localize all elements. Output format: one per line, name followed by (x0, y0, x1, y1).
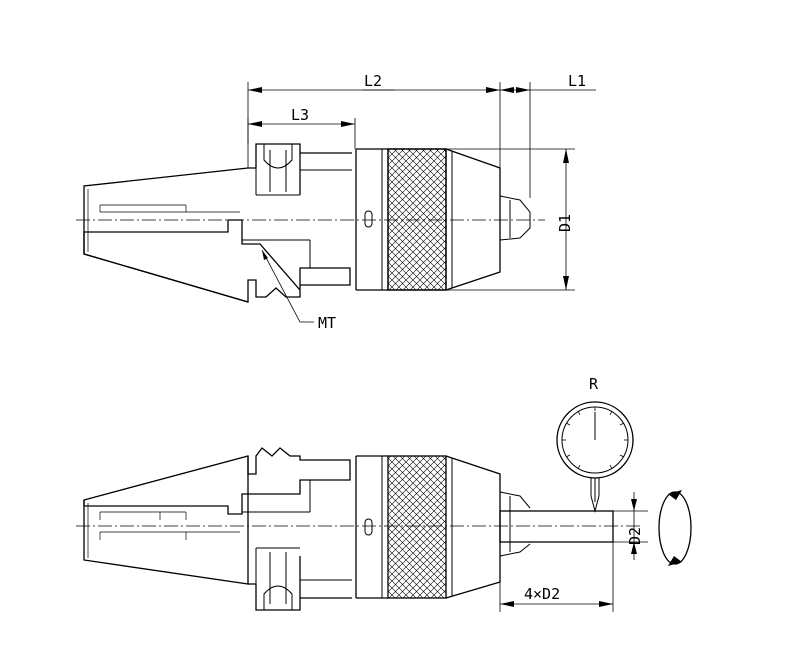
jaws-top (499, 195, 531, 241)
knurled-sleeve-bottom (387, 455, 447, 599)
four-d2-dimension: 4×D2 (499, 542, 614, 612)
flange-lower (241, 480, 352, 611)
jaws-bottom (499, 491, 531, 557)
r-label: R (589, 375, 599, 393)
d1-dimension: D1 (446, 148, 575, 291)
l2-label: L2 (364, 72, 382, 90)
knurled-sleeve (387, 148, 447, 291)
four-d2-label: 4×D2 (524, 585, 560, 603)
l3-label: L3 (291, 106, 309, 124)
taper-section-hatch-bottom (83, 447, 351, 515)
chuck-body-bottom (355, 455, 501, 599)
bottom-view: R D2 4×D2 (76, 375, 692, 612)
d1-label: D1 (556, 214, 574, 232)
taper-shank-bottom (83, 456, 249, 585)
top-view: MT L2 L1 L3 (76, 72, 596, 332)
l1-dimension: L1 (500, 72, 596, 198)
rotation-arrow-icon (658, 490, 692, 566)
chuck-body (355, 148, 501, 291)
dial-ticks (562, 407, 628, 470)
mt-callout: MT (261, 249, 336, 332)
test-bar (499, 510, 614, 543)
dial-indicator: R (556, 375, 634, 513)
d2-dimension: D2 (613, 492, 648, 560)
taper-shank (83, 167, 249, 303)
l1-label: L1 (568, 72, 586, 90)
neck-upper (242, 152, 352, 268)
l3-dimension: L3 (247, 106, 356, 149)
mt-label: MT (318, 314, 336, 332)
taper-section-hatch (83, 219, 351, 303)
d2-label: D2 (626, 527, 644, 545)
flange-upper (248, 143, 301, 196)
